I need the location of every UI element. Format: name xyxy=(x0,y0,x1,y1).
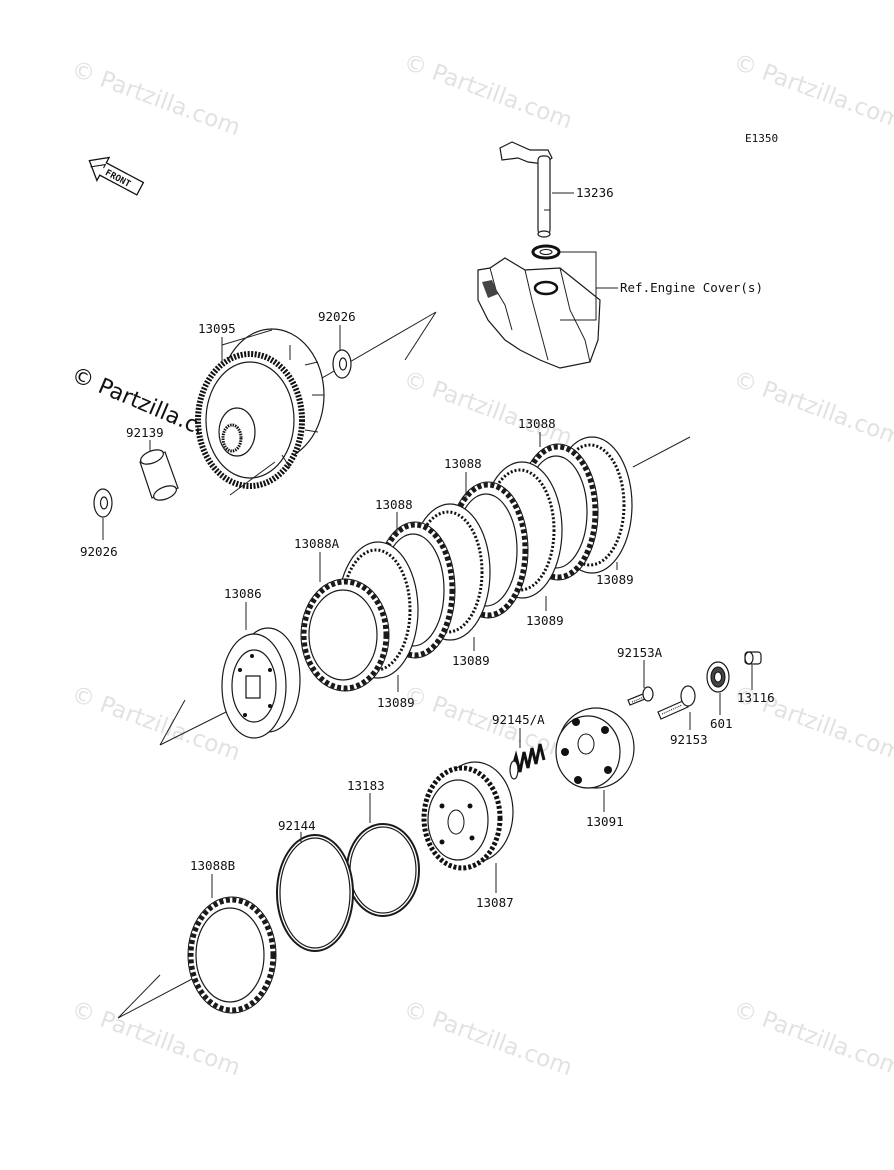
callout-13087: 13087 xyxy=(476,895,514,910)
collar xyxy=(139,449,179,501)
washer-top xyxy=(332,349,352,379)
watermark: © Partzilla.com xyxy=(400,996,576,1081)
callout-92026-top: 92026 xyxy=(318,309,356,324)
pressure-plate xyxy=(555,707,635,789)
callout-13089-mid: 13089 xyxy=(526,613,564,628)
callout-13088B: 13088B xyxy=(190,858,235,873)
callout-13089-left: 13089 xyxy=(377,695,415,710)
callout-92144: 92144 xyxy=(278,818,316,833)
callout-13089-right: 13089 xyxy=(596,572,634,587)
watermark: © Partzilla.com xyxy=(400,49,576,134)
callout-13116: 13116 xyxy=(737,690,775,705)
front-arrow-icon: FRONT xyxy=(88,156,145,196)
watermark: © Partzilla.com xyxy=(730,366,894,451)
callout-13088-low: 13088 xyxy=(375,497,413,512)
watermark: © Partzilla.com xyxy=(68,681,244,766)
callout-13183: 13183 xyxy=(347,778,385,793)
ring-92144 xyxy=(276,834,354,952)
watermark: © Partzilla.com xyxy=(68,56,244,141)
clutch-release-shaft xyxy=(499,141,553,238)
callout-13095: 13095 xyxy=(198,321,236,336)
watermark: © Partzilla.com xyxy=(400,681,576,766)
callout-92153: 92153 xyxy=(670,732,708,747)
engine-cover-fragment xyxy=(477,257,601,369)
clutch-hub xyxy=(221,627,301,739)
watermark: © Partzilla.com xyxy=(730,996,894,1081)
callout-92145A: 92145/A xyxy=(492,712,545,727)
callout-92139: 92139 xyxy=(126,425,164,440)
diagram-code: E1350 xyxy=(745,132,778,145)
callout-601: 601 xyxy=(710,716,733,731)
callout-13088-top: 13088 xyxy=(518,416,556,431)
callout-92153A: 92153A xyxy=(617,645,663,660)
callout-13089-center: 13089 xyxy=(452,653,490,668)
watermark: © Partzilla.com xyxy=(730,49,894,134)
callout-13088A: 13088A xyxy=(294,536,340,551)
callout-13086: 13086 xyxy=(224,586,262,601)
watermark: © Partzilla.com xyxy=(400,366,576,451)
callout-13236: 13236 xyxy=(576,185,614,200)
bolt-92153A xyxy=(627,686,654,706)
callout-92026-bottom: 92026 xyxy=(80,544,118,559)
clutch-housing xyxy=(195,328,325,496)
friction-plate-13088B xyxy=(187,896,277,1014)
washer-bottom xyxy=(93,488,113,518)
bearing xyxy=(706,661,730,693)
ring-13183 xyxy=(346,823,420,917)
oil-seal xyxy=(531,244,561,260)
callout-ref-engine-cover: Ref.Engine Cover(s) xyxy=(620,280,763,295)
clutch-spring xyxy=(509,743,546,780)
plate-stack xyxy=(300,436,633,692)
callout-13088-mid: 13088 xyxy=(444,456,482,471)
cap xyxy=(744,651,762,665)
bolt-92153 xyxy=(657,685,696,720)
callout-13091: 13091 xyxy=(586,814,624,829)
clutch-boss xyxy=(421,761,514,871)
